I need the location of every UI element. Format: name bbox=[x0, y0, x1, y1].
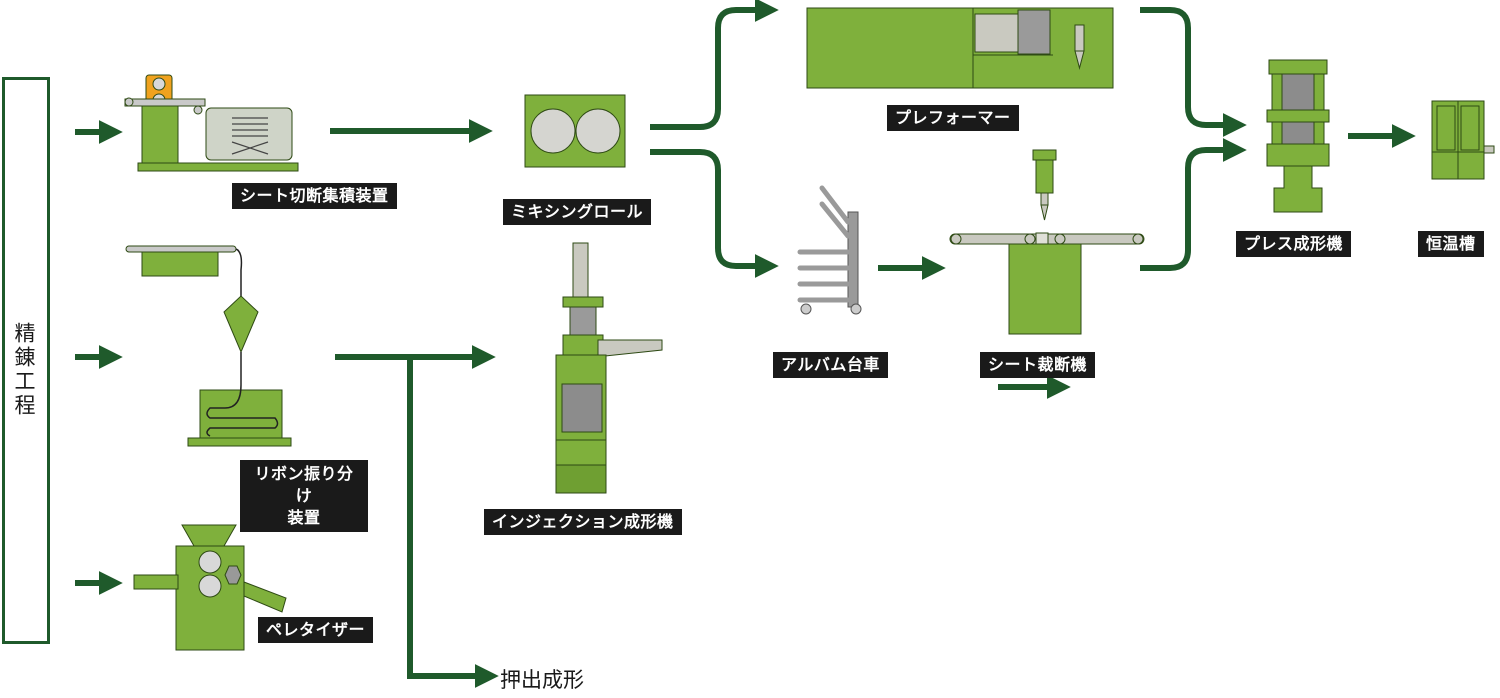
label-extrusion: 押出成形 bbox=[500, 668, 584, 692]
sheet-cutter-stacker-drawing bbox=[124, 74, 299, 172]
label-album-cart: アルバム台車 bbox=[773, 352, 888, 378]
label-injection-molding: インジェクション成形機 bbox=[484, 509, 682, 535]
label-sheet-cutter-stacker: シート切断集積装置 bbox=[232, 183, 397, 209]
refining-process-box: 精錬工程 bbox=[2, 77, 50, 644]
thermostatic-tank-drawing bbox=[1431, 100, 1495, 180]
label-pelletizer: ペレタイザー bbox=[258, 617, 374, 643]
label-preformer: プレフォーマー bbox=[887, 105, 1019, 131]
label-sheet-cutting-machine: シート裁断機 bbox=[980, 352, 1096, 378]
album-cart-drawing bbox=[797, 185, 862, 315]
label-ribbon-distributor-line2: 装置 bbox=[287, 508, 321, 527]
label-mixing-roll: ミキシングロール bbox=[503, 199, 652, 225]
arrow-mixing-to-cart bbox=[650, 149, 779, 278]
label-ribbon-distributor: リボン振り分け 装置 bbox=[240, 460, 368, 532]
press-molding-drawing bbox=[1266, 59, 1330, 213]
label-press-molding: プレス成形機 bbox=[1236, 231, 1352, 257]
mixing-roll-drawing bbox=[524, 94, 626, 168]
injection-molding-drawing bbox=[555, 242, 663, 494]
refining-process-label: 精錬工程 bbox=[12, 322, 36, 418]
arrow-cutter-to-press bbox=[1140, 138, 1247, 271]
pelletizer-drawing bbox=[133, 524, 287, 651]
ribbon-distributor-drawing bbox=[125, 245, 292, 447]
label-ribbon-distributor-line1: リボン振り分け bbox=[254, 464, 354, 505]
preformer-drawing bbox=[806, 7, 1114, 89]
flow-arrows bbox=[75, 0, 1416, 688]
arrow-mixing-to-preformer bbox=[650, 0, 779, 130]
label-thermostatic-tank: 恒温槽 bbox=[1418, 231, 1484, 257]
sheet-cutting-machine-drawing bbox=[949, 149, 1145, 335]
arrow-preformer-to-press bbox=[1140, 7, 1247, 137]
arrow-to-extrusion bbox=[407, 357, 499, 688]
